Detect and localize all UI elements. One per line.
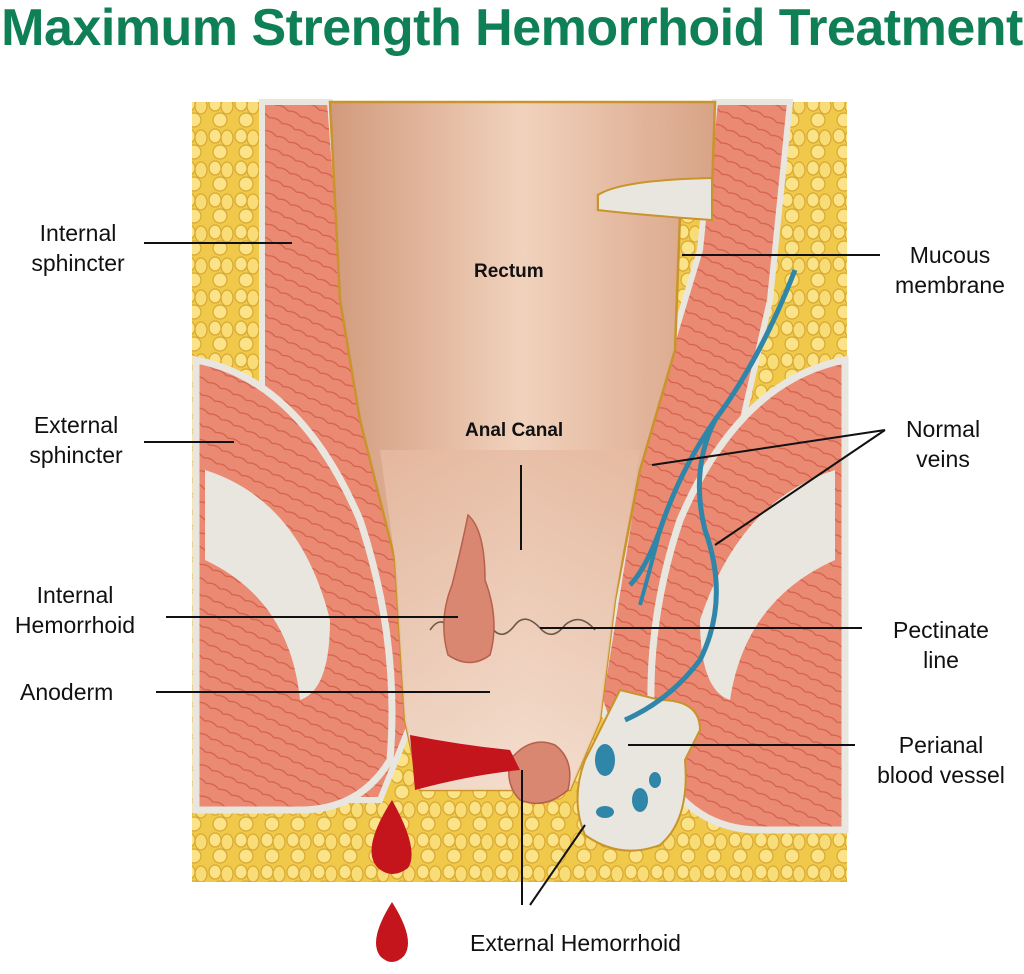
label-line: blood vessel (877, 762, 1005, 788)
label-perianal-blood-vessel: Perianal blood vessel (858, 730, 1024, 790)
label-anal-canal: Anal Canal (465, 420, 564, 441)
label-external-sphincter: External sphincter (18, 410, 134, 470)
label-line: Perianal (898, 732, 984, 758)
label-line: Internal (36, 582, 114, 608)
label-line: External (33, 412, 119, 438)
label-line: Hemorrhoid (14, 612, 136, 638)
label-line: Pectinate (893, 617, 989, 643)
label-internal-hemorrhoid: Internal Hemorrhoid (0, 580, 150, 640)
label-line: membrane (895, 272, 1005, 298)
label-pectinate-line: Pectinate line (868, 615, 1014, 675)
label-line: sphincter (29, 442, 123, 468)
label-line: Internal (39, 220, 117, 246)
label-line: Mucous (909, 242, 991, 268)
label-line: Normal (905, 416, 981, 442)
label-line: line (923, 647, 959, 673)
label-normal-veins: Normal veins (888, 414, 998, 474)
label-anoderm: Anoderm (20, 679, 114, 705)
label-mucous-membrane: Mucous membrane (880, 240, 1020, 300)
label-external-hemorrhoid: External Hemorrhoid (470, 930, 681, 956)
page-title: Maximum Strength Hemorrhoid Treatment (1, 0, 1023, 57)
label-line: veins (916, 446, 970, 472)
label-line: sphincter (31, 250, 125, 276)
label-rectum: Rectum (474, 261, 544, 282)
label-internal-sphincter: Internal sphincter (22, 218, 134, 278)
